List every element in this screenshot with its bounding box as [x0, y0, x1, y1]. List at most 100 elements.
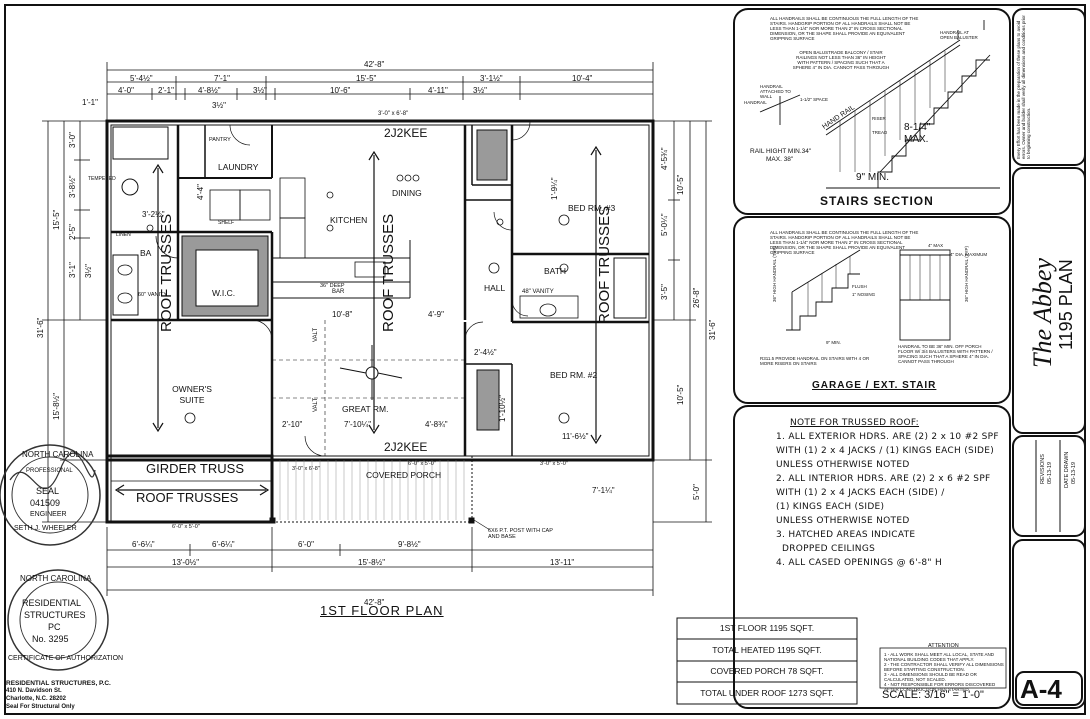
date-drawn-label: DATE DRAWN — [1064, 451, 1070, 488]
room-bath-owner: BA — [140, 248, 152, 258]
cert-seal-pc: PC — [48, 622, 61, 632]
sqft-row-2: TOTAL HEATED 1195 SQFT. — [712, 645, 822, 655]
attention-line-4: 4 - NOT RESPONSIBLE FOR ERRORS DISCOVERE… — [884, 682, 996, 692]
plan-name: The Abbey — [1028, 258, 1057, 368]
misc-dim-10: 6'-0" x 5'-0" — [408, 461, 436, 467]
truss-notes-title: NOTE FOR TRUSSED ROOF: — [790, 418, 920, 428]
misc-dim-9: 3'-0" x 6'-8" — [292, 466, 320, 472]
top-dim-5: 10'-4" — [572, 74, 593, 83]
room-bar: BAR — [332, 289, 345, 295]
misc-dim-5: 2'-10" — [282, 420, 303, 429]
room-bed2: BED RM. #2 — [550, 370, 598, 380]
engineer-seal-eng: ENGINEER — [30, 511, 67, 518]
right-dim-2: 10'-5" — [676, 174, 685, 195]
garage-lbl-4: 1" NOSING — [852, 292, 876, 297]
fixture-linen: LINEN — [116, 232, 131, 238]
top-dim-r2-6: 4'-11" — [428, 86, 448, 95]
engineer-seal-seal: SEAL — [36, 486, 60, 496]
top-small-dim-3: 3'-0" x 6'-8" — [378, 111, 409, 117]
truss-note-7: UNLESS OTHERWISE NOTED — [776, 516, 910, 526]
stairs-baluster-note: OPEN BALUSTRADE BALCONY / STAIR RAILINGS… — [792, 50, 890, 70]
engineer-seal-prof: PROFESSIONAL — [26, 468, 73, 474]
cert-seal-res: RESIDENTIAL — [22, 598, 82, 608]
fixture-shelf: SHELF — [218, 220, 235, 226]
attention-line-3: 3 - ALL DIMENSIONS SHOULD BE READ OR CAL… — [884, 672, 977, 682]
bottom-dim-4: 9'-8½" — [398, 540, 421, 549]
top-dim-r2-3: 4'-8½" — [198, 86, 221, 95]
engineer-seal-state: NORTH CAROLINA — [22, 450, 94, 459]
plan-title: 1ST FLOOR PLAN — [320, 603, 444, 618]
truss-note-3: UNLESS OTHERWISE NOTED — [776, 460, 910, 470]
right-dim-9: 7'-1¼" — [592, 486, 615, 495]
bottom-dim-1: 6'-6¼" — [132, 540, 155, 549]
top-dim-4: 3'-1½" — [480, 74, 503, 83]
top-dim-r2-1: 4'-0" — [118, 86, 134, 95]
room-owners-suite: OWNER'S SUITE — [172, 384, 212, 405]
room-pantry: PANTRY — [209, 137, 231, 143]
left-dim-3: 15'-5" — [52, 209, 61, 230]
misc-dim-13: 3'-2½" — [142, 210, 165, 219]
left-dim-6: 3½" — [84, 264, 93, 278]
misc-dim-11: 3'-0" x 5'-0" — [540, 461, 568, 467]
room-bed3: BED RM. #3 — [568, 203, 616, 213]
left-dim-4: 2'-5" — [68, 224, 77, 240]
right-dim-8: 5'-0" — [692, 484, 701, 500]
top-dim-1: 5'-4½" — [130, 74, 153, 83]
engineer-seal-number: 041509 — [30, 498, 61, 508]
sqft-row-4: TOTAL UNDER ROOF 1273 SQFT. — [700, 688, 834, 698]
left-dim-1: 3'-0" — [68, 132, 77, 148]
stairs-lbl-3: HANDRAIL — [744, 100, 767, 105]
roof-trusses-porch: ROOF TRUSSES — [136, 490, 239, 505]
engineer-seal-name: SETH J. WHEELER — [14, 525, 77, 532]
cert-seal-number: No. 3295 — [32, 634, 69, 644]
room-wic: W.I.C. — [212, 288, 236, 298]
truss-note-5: WITH (1) 2 x 4 JACKS EACH (SIDE) / — [776, 488, 945, 498]
sqft-row-3: COVERED PORCH 78 SQFT. — [710, 666, 824, 676]
room-laundry: LAUNDRY — [218, 162, 259, 172]
right-dim-4: 3'-5" — [660, 284, 669, 300]
roof-trusses-center: ROOF TRUSSES — [380, 213, 397, 332]
seal-note: Seal For Structural Only — [6, 704, 75, 710]
top-dim-r2-2: 2'-1" — [158, 86, 174, 95]
stairs-lbl-2: HANDRAIL ATTACHED TO WALL — [760, 84, 791, 99]
sheet-number: A-4 — [1020, 674, 1062, 704]
header-bottom: 2J2KEE — [384, 440, 428, 454]
stairs-lbl-11: RAIL HIGHT MIN.34" — [750, 148, 812, 155]
post-note: 6X6 P.T. POST WITH CAP AND BASE — [488, 528, 553, 540]
left-dim-5: 3'-1" — [68, 262, 77, 278]
sqft-row-1: 1ST FLOOR 1195 SQFT. — [719, 623, 815, 633]
misc-dim-6: 11'-6½" — [562, 432, 589, 441]
revisions-label: REVISIONS — [1040, 454, 1046, 484]
fixture-vanity60: 60" VANITY — [138, 292, 168, 298]
right-dim-6: 31'-6" — [708, 319, 717, 340]
left-dim-7: 31'-6" — [36, 317, 45, 338]
garage-note: ALL HANDRAILS SHALL BE CONTINUOUS THE FU… — [770, 230, 919, 255]
stairs-lbl-7: TREAD — [872, 130, 888, 135]
truss-note-1: 1. ALL EXTERIOR HDRS. ARE (2) 2 x 10 #2 … — [776, 432, 999, 442]
top-dim-r2-5: 10'-6" — [330, 86, 351, 95]
misc-dim-3: 7'-10¼" — [344, 420, 372, 429]
room-bath: BATH — [544, 266, 567, 276]
fixture-valt-2: VALT — [313, 397, 319, 412]
garage-lbl-6: 36" HIGH HANDRAIL (TYP) — [772, 246, 777, 302]
fixture-vanity48: 48" VANITY — [522, 289, 554, 295]
room-hall: HALL — [484, 283, 506, 293]
roof-trusses-right: ROOF TRUSSES — [596, 205, 613, 324]
top-dim-r2-7: 3½" — [473, 86, 487, 95]
room-kitchen: KITCHEN — [330, 215, 368, 225]
plan-scale: SCALE: 3/16" = 1'-0" — [882, 689, 984, 701]
attention-lines: 1 - ALL WORK SHALL MEET ALL LOCAL, STATE… — [884, 652, 1004, 692]
cert-seal-auth: CERTIFICATE OF AUTHORIZATION — [8, 655, 124, 662]
stairs-lbl-9: MAX. — [904, 134, 929, 145]
garage-lbl-1: 4" MAX — [928, 243, 944, 248]
stairs-lbl-6: RISER — [872, 116, 886, 121]
fixture-deep: 36" DEEP — [320, 283, 345, 289]
truss-note-4: 2. ALL INTERIOR HDRS. ARE (2) 2 x 6 #2 S… — [776, 474, 991, 484]
truss-note-9: DROPPED CEILINGS — [782, 544, 876, 554]
right-dim-7: 10'-5" — [676, 384, 685, 405]
left-dim-2: 3'-8½" — [68, 175, 77, 198]
top-dim-2: 7'-1" — [214, 74, 230, 83]
attention-title: ATTENTION — [928, 643, 959, 649]
misc-dim-2: 4'-9" — [428, 310, 444, 319]
